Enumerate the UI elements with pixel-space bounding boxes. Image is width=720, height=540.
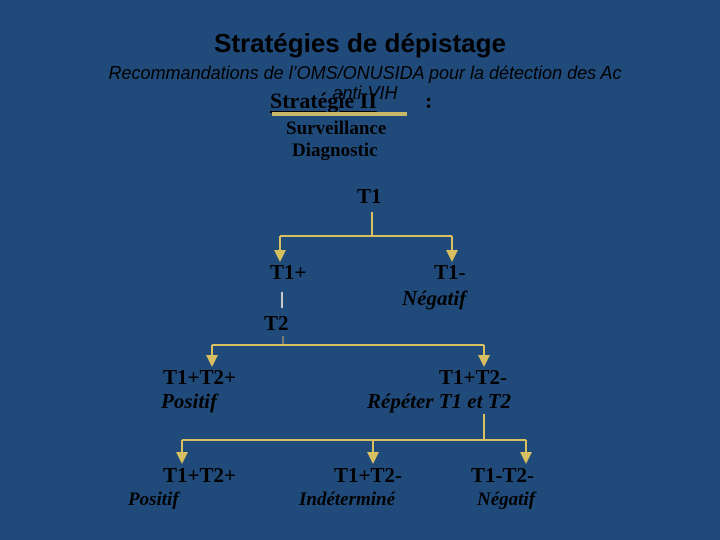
- node-l4-2-code: T1+T2-: [334, 463, 402, 487]
- node-l4-2-result: Indéterminé: [299, 489, 396, 510]
- subtitle-line-1: Recommandations de l’OMS/ONUSIDA pour la…: [108, 63, 622, 83]
- node-t1minus-result: Négatif: [402, 286, 467, 310]
- node-l4-3-result: Négatif: [477, 489, 536, 510]
- strategy-label: Stratégie II: [270, 88, 377, 113]
- node-t2: T2: [264, 311, 289, 335]
- node-l3-left-result: Positif: [161, 389, 217, 413]
- node-l3-left-code: T1+T2+: [163, 365, 236, 389]
- node-l4-3-code: T1-T2-: [471, 463, 534, 487]
- node-l3-right-result: Répéter T1 et T2: [367, 389, 512, 413]
- node-root-t1: T1: [357, 184, 382, 208]
- strategy-underline: [272, 112, 407, 116]
- strategy-colon: :: [425, 88, 433, 113]
- node-l4-1-result: Positif: [128, 489, 179, 510]
- node-t1minus: T1-: [434, 260, 466, 284]
- subtitle-line-2: anti-VIH: [332, 83, 398, 103]
- node-t1plus: T1+: [270, 260, 307, 284]
- slide-subtitle: Recommandations de l’OMS/ONUSIDA pour la…: [40, 63, 690, 103]
- use-diagnostic: Diagnostic: [292, 140, 378, 161]
- node-l3-right-code: T1+T2-: [439, 365, 507, 389]
- slide-title: Stratégies de dépistage: [214, 28, 506, 58]
- use-surveillance: Surveillance: [286, 118, 387, 139]
- node-l4-1-code: T1+T2+: [163, 463, 236, 487]
